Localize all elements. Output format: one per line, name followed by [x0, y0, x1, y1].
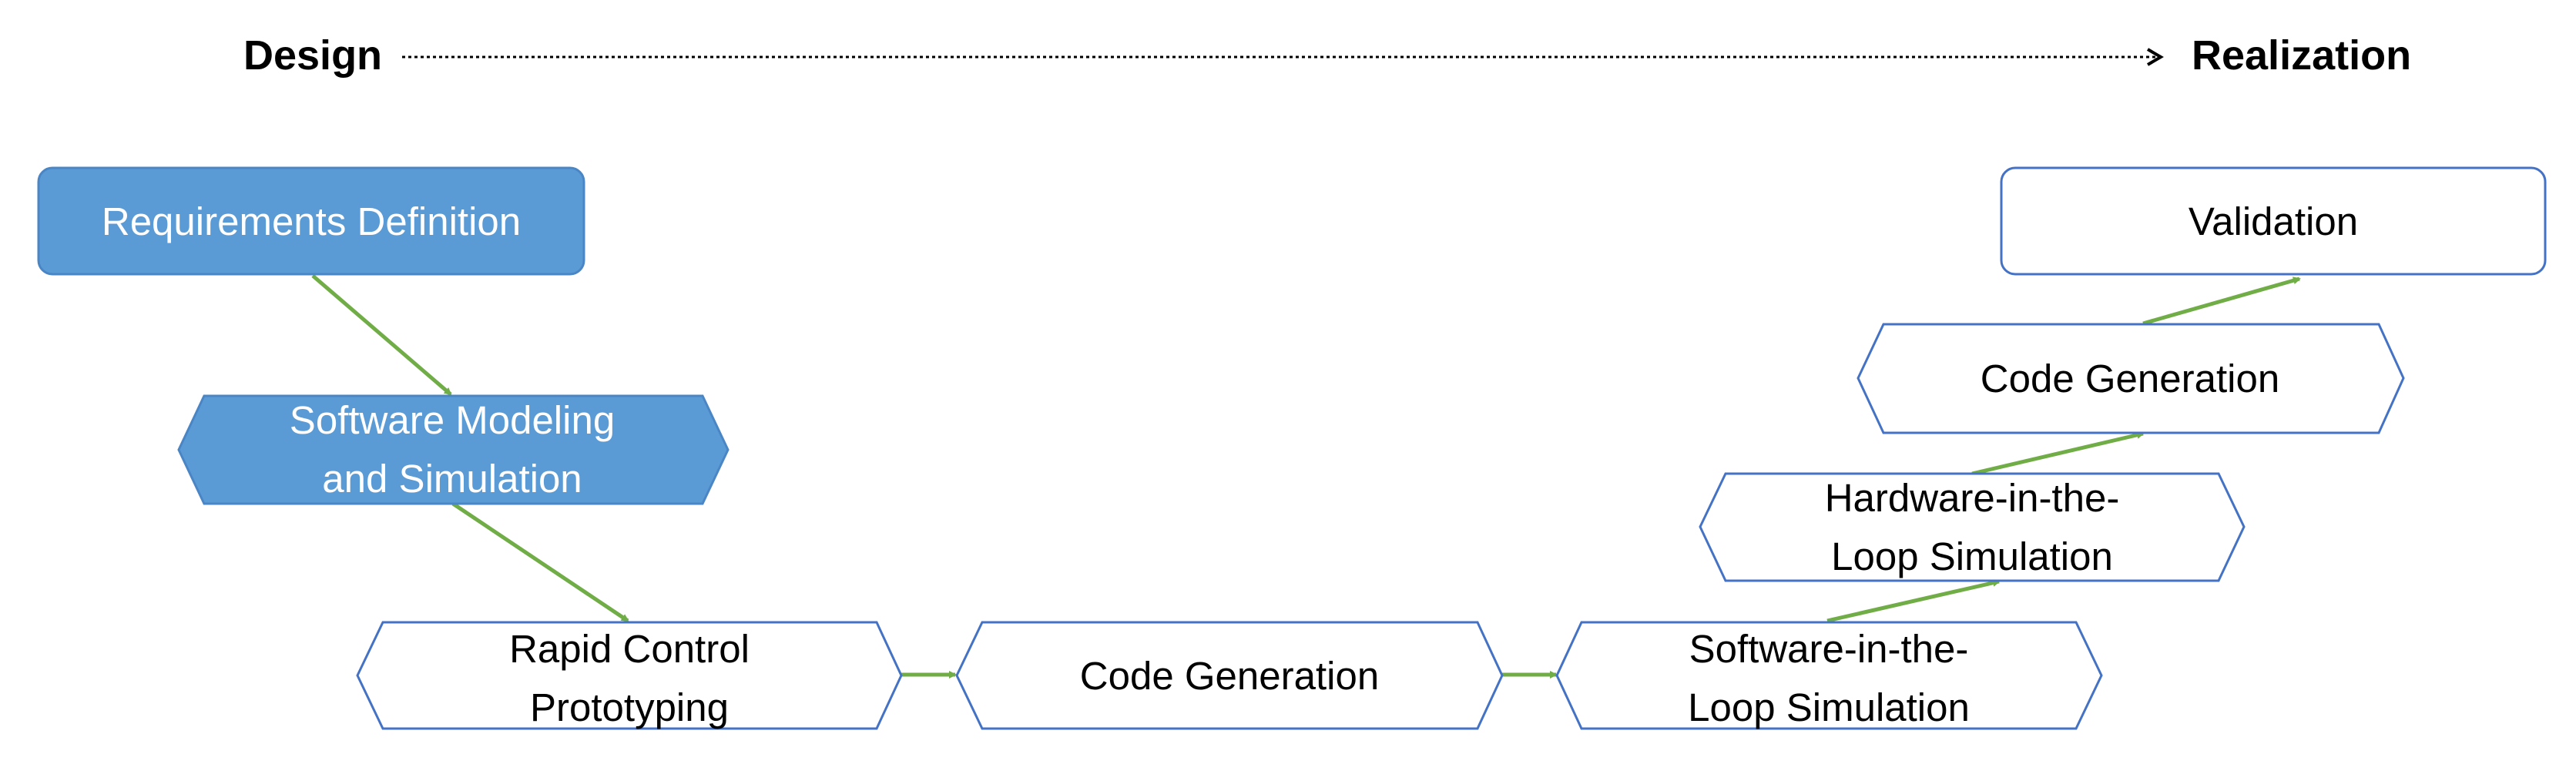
rcp-label-line1: Rapid Control — [509, 627, 750, 671]
flow-arrows — [311, 274, 2301, 679]
node-rapid-control-prototyping: Rapid Control Prototyping — [356, 621, 903, 730]
codegen-high-hexagon — [1857, 323, 2405, 434]
sil-label-line1: Software-in-the- — [1689, 627, 1969, 671]
arrow-requirements-to-modeling — [311, 274, 452, 396]
arrow-codegen-to-validation — [2142, 276, 2301, 326]
codegen-low-hexagon — [955, 621, 1504, 730]
arrow-modeling-to-rcp — [451, 501, 629, 623]
node-code-generation-high: Code Generation — [1857, 323, 2405, 434]
realization-label: Realization — [2192, 32, 2411, 79]
codegen-low-label: Code Generation — [1080, 654, 1379, 698]
arrow-sil-to-hil — [1826, 578, 2001, 623]
modeling-hexagon — [177, 394, 730, 505]
hil-label-line1: Hardware-in-the- — [1825, 476, 2120, 520]
design-label: Design — [243, 32, 382, 79]
sil-label-line2: Loop Simulation — [1688, 685, 1970, 729]
node-validation: Validation — [2000, 166, 2547, 276]
design-realization-axis: Design Realization — [243, 32, 2411, 79]
validation-box — [2000, 166, 2547, 276]
requirements-box — [37, 166, 585, 276]
rcp-label-line2: Prototyping — [530, 685, 729, 729]
hil-hexagon — [1699, 472, 2246, 582]
codegen-high-label: Code Generation — [1981, 357, 2279, 400]
node-code-generation-low: Code Generation — [955, 621, 1504, 730]
hil-label-line2: Loop Simulation — [1831, 534, 2113, 578]
modeling-label-line2: and Simulation — [322, 457, 582, 501]
node-software-in-the-loop: Software-in-the- Loop Simulation — [1555, 621, 2103, 730]
node-hardware-in-the-loop: Hardware-in-the- Loop Simulation — [1699, 472, 2246, 582]
node-software-modeling: Software Modeling and Simulation — [177, 394, 730, 505]
validation-label: Validation — [2189, 199, 2358, 243]
rcp-hexagon — [356, 621, 903, 730]
modeling-label-line1: Software Modeling — [290, 398, 615, 442]
node-requirements-definition: Requirements Definition — [37, 166, 585, 276]
arrow-hil-to-codegen — [1971, 431, 2145, 476]
sil-hexagon — [1555, 621, 2103, 730]
requirements-label: Requirements Definition — [102, 199, 521, 243]
realization-arrowhead-icon — [2146, 48, 2164, 66]
